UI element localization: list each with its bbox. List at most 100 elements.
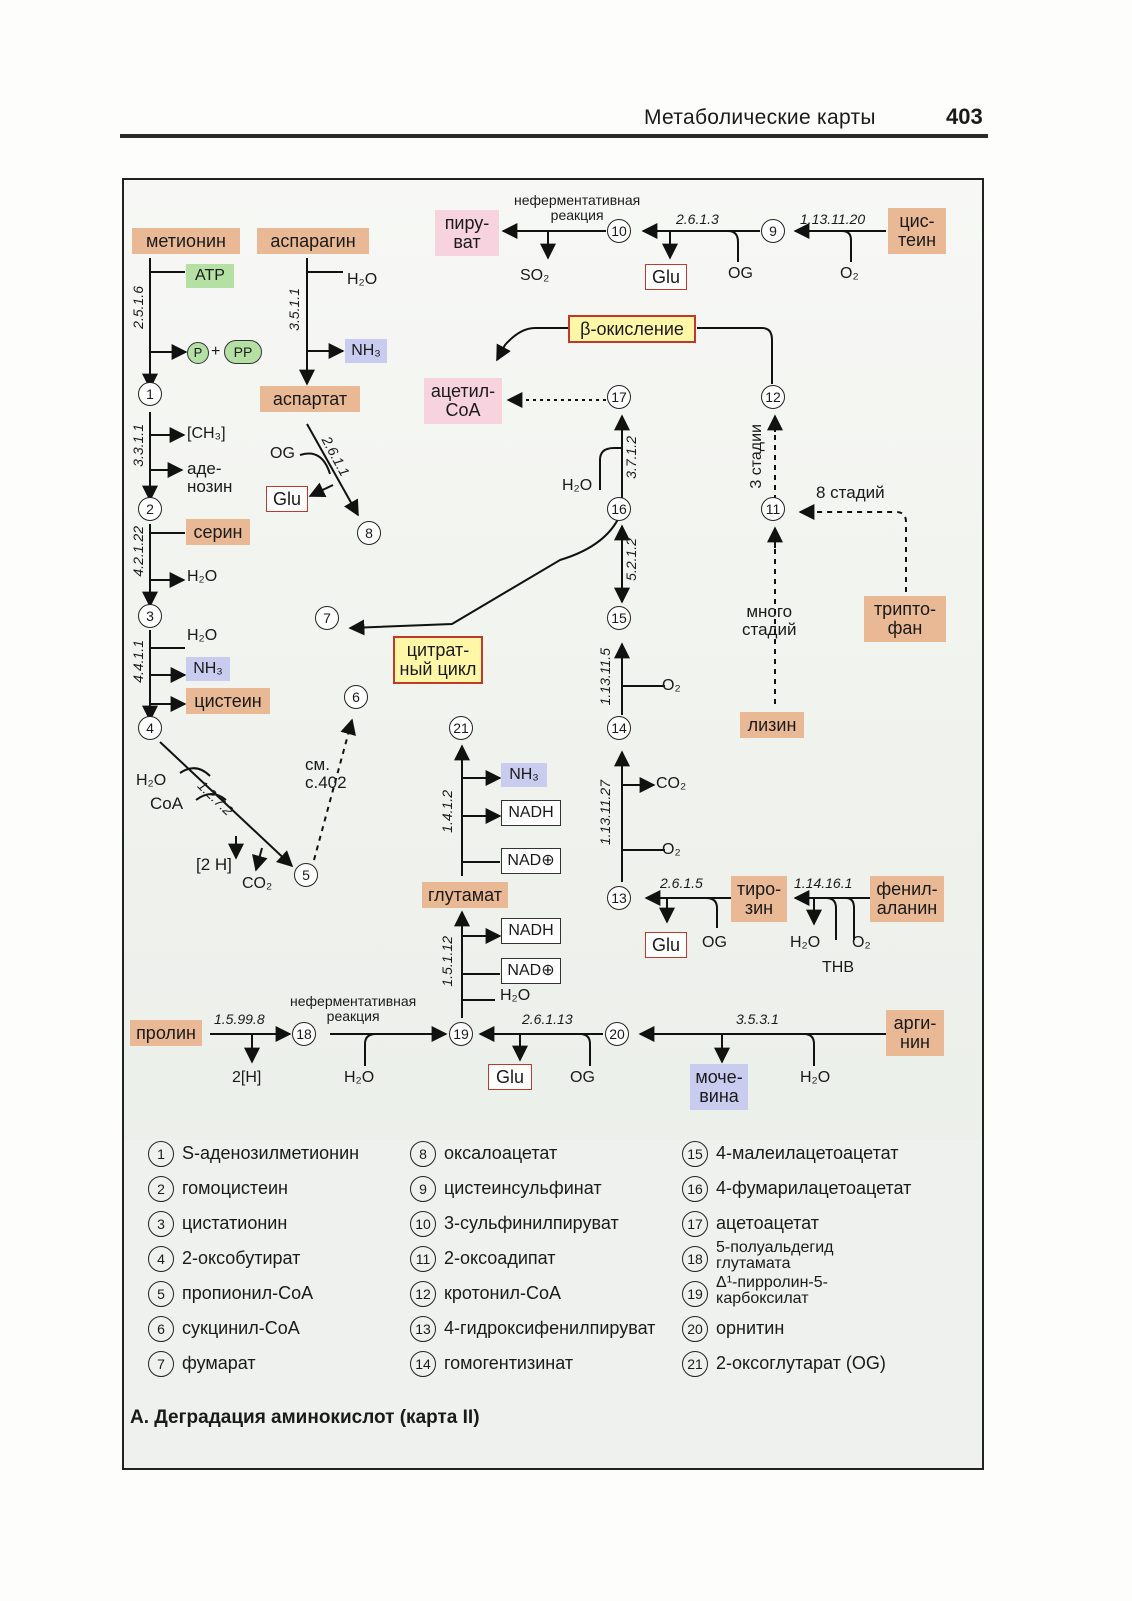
co2-oxobutyrate: CO₂ [242, 875, 273, 892]
methyl-label: [CH₃] [187, 425, 226, 442]
pyruvate-box: пиру- ват [435, 210, 499, 256]
coa-label: CoA [150, 794, 184, 813]
legend-panel [124, 1140, 982, 1468]
glu-box-ornithine: Glu [488, 1064, 532, 1090]
node-12: 12 [761, 385, 785, 409]
legend-number-3: 3 [148, 1211, 174, 1237]
phenylalanine-box: фенил- аланин [870, 876, 944, 922]
ec-1-5-99-8: 1.5.99.8 [214, 1011, 265, 1027]
legend-label-10: 3-сульфинилпируват [444, 1213, 619, 1233]
node-4: 4 [138, 716, 162, 740]
legend-label-15: 4-малеилацетоацетат [716, 1143, 899, 1163]
og-top: OG [728, 265, 753, 282]
legend-label-14: гомогентизинат [444, 1353, 574, 1373]
legend-label-5: пропионил-CoA [182, 1283, 314, 1303]
legend-number-17: 17 [682, 1211, 708, 1237]
ec-3-3-1-1: 3.3.1.1 [130, 424, 146, 467]
co2-hpp: CO₂ [656, 775, 687, 792]
node-21: 21 [449, 716, 473, 740]
legend-label-12: кротонил-CoA [444, 1283, 562, 1303]
node-17: 17 [607, 385, 631, 409]
legend-number-6: 6 [148, 1316, 174, 1342]
tyrosine-box: тиро- зин [731, 876, 787, 922]
legend-label-17: ацетоацетат [716, 1213, 820, 1233]
h2o-oxobutyrate: H₂O [136, 772, 167, 789]
node-6: 6 [344, 685, 368, 709]
phosphate-badge: P [187, 342, 209, 364]
og-aspartate: OG [270, 445, 295, 462]
ec-3-5-1-1: 3.5.1.1 [286, 288, 302, 331]
node-15: 15 [607, 606, 631, 630]
three-stages-label: 3 стадии [748, 424, 765, 489]
plus-sign: + [211, 343, 221, 360]
og-tyrosine: OG [702, 934, 727, 951]
thb-label: THB [822, 959, 854, 976]
node-16: 16 [607, 497, 631, 521]
ec-5-2-1-2: 5.2.1.2 [623, 538, 639, 581]
cysteine-left-box: цистеин [186, 688, 270, 714]
citrate-cycle-box: цитрат- ный цикл [393, 636, 483, 684]
legend-label-4: 2-оксобутират [182, 1248, 301, 1268]
nadh-box-2: NADH [501, 918, 561, 944]
legend-label-7: фумарат [182, 1353, 256, 1373]
nad-box-1: NAD⊕ [501, 848, 561, 874]
h2o-glutamate: H₂O [500, 987, 531, 1004]
proline-box: пролин [130, 1020, 202, 1046]
node-8: 8 [357, 521, 381, 545]
h2o-phe: H₂O [790, 934, 821, 951]
legend-label-11: 2-оксоадипат [444, 1248, 556, 1268]
see-page-402: см. с.402 [305, 755, 347, 792]
ec-1-4-1-2: 1.4.1.2 [439, 790, 455, 833]
so2-label: SO₂ [520, 267, 550, 284]
legend-label-6: сукцинил-CoA [182, 1318, 300, 1338]
ec-3-5-3-1: 3.5.3.1 [736, 1011, 779, 1027]
h2o-hydrolase: H₂O [562, 477, 593, 494]
methionine-box: метионин [132, 228, 240, 254]
node-14: 14 [607, 716, 631, 740]
legend-label-3: цистатионин [182, 1213, 288, 1233]
node-10: 10 [607, 219, 631, 243]
nad-box-2: NAD⊕ [501, 958, 561, 984]
node-5: 5 [294, 863, 318, 887]
figure-caption: А. Деградация аминокислот (карта II) [130, 1407, 480, 1428]
ec-1-13-11-20: 1.13.11.20 [800, 211, 866, 227]
legend-number-1: 1 [148, 1141, 174, 1167]
ec-2-5-1-6: 2.5.1.6 [130, 286, 146, 329]
legend-label-8: оксалоацетат [444, 1143, 558, 1163]
o2-phe: O₂ [852, 934, 871, 951]
legend-number-18: 18 [682, 1246, 708, 1272]
glu-box-tyrosine: Glu [645, 932, 687, 958]
page-number: 403 [946, 104, 983, 129]
legend-number-9: 9 [410, 1176, 436, 1202]
ec-1-5-1-12: 1.5.1.12 [439, 936, 455, 987]
eight-stages-label: 8 стадий [816, 483, 885, 502]
node-7: 7 [315, 606, 339, 630]
tryptophan-box: трипто- фан [864, 596, 946, 642]
nh3-box-glutamate: NH₃ [501, 763, 547, 787]
atp-box: ATP [186, 264, 234, 288]
ec-1-14-16-1: 1.14.16.1 [794, 875, 853, 891]
acetyl-coa-box: ацетил- CoA [424, 378, 502, 424]
legend-label-13: 4-гидроксифенилпируват [444, 1318, 656, 1338]
o2-top: O₂ [840, 265, 859, 282]
legend-number-14: 14 [410, 1351, 436, 1377]
legend-label-20: орнитин [716, 1318, 785, 1338]
legend-number-10: 10 [410, 1211, 436, 1237]
glu-box-aspartate: Glu [266, 486, 308, 512]
lysine-box: лизин [740, 712, 804, 738]
ec-1-13-11-27: 1.13.11.27 [597, 780, 613, 846]
node-19: 19 [449, 1022, 473, 1046]
node-11: 11 [761, 497, 785, 521]
h2o-arginine: H₂O [800, 1069, 831, 1086]
o2-homogentisate: O₂ [662, 677, 681, 694]
legend-number-7: 7 [148, 1351, 174, 1377]
nh3-box-asn: NH₃ [345, 339, 387, 363]
legend-number-20: 20 [682, 1316, 708, 1342]
glu-box-top: Glu [645, 264, 687, 290]
legend-number-8: 8 [410, 1141, 436, 1167]
h2o-proline: H₂O [344, 1069, 375, 1086]
adenosine-label: аде- нозин [187, 459, 233, 496]
legend-label-19: Δ¹-пирролин-5- карбоксилат [716, 1274, 828, 1307]
legend-number-16: 16 [682, 1176, 708, 1202]
